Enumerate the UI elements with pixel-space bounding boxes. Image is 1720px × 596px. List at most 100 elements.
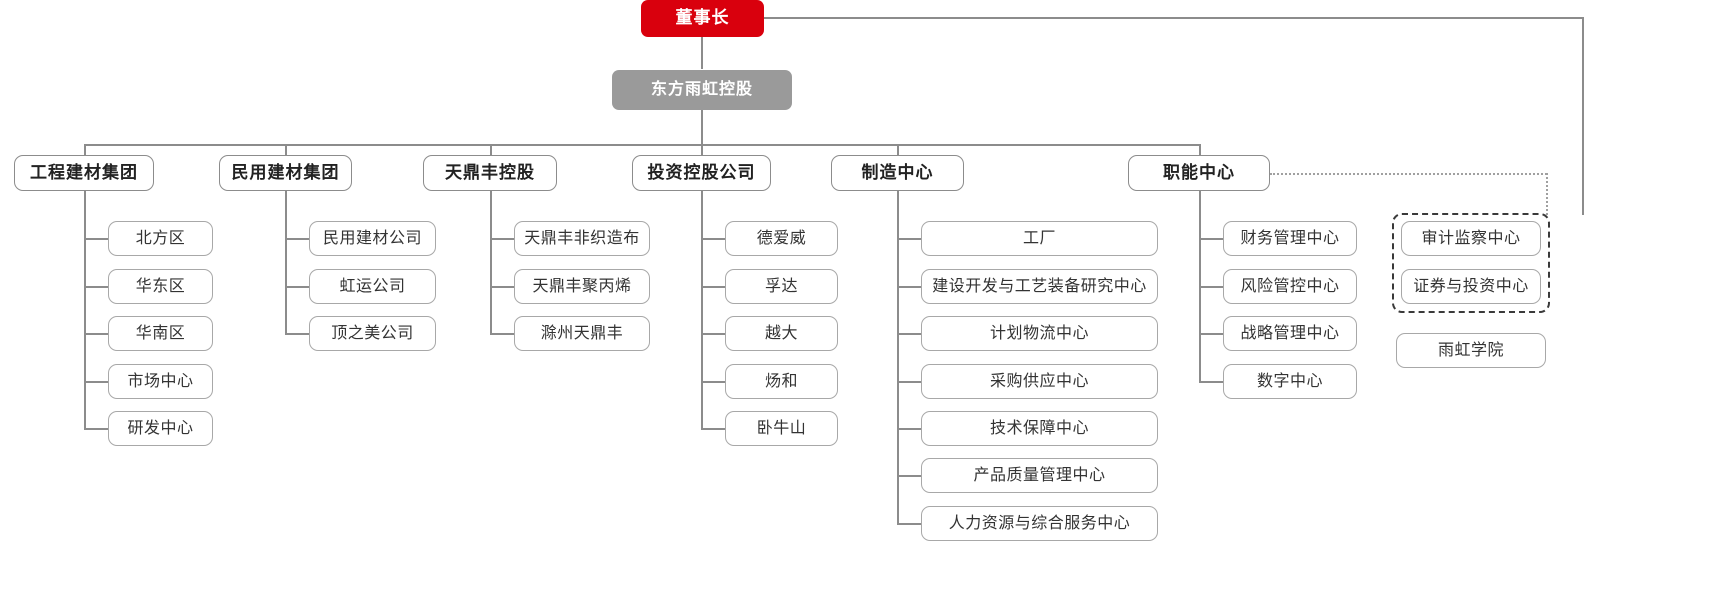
- node-leaf-yueda[interactable]: 越大: [725, 316, 838, 351]
- node-leaf-tdf-polypropylene[interactable]: 天鼎丰聚丙烯: [514, 269, 650, 304]
- connector-root-right-v: [1582, 17, 1584, 215]
- node-leaf-south-region-label: 华南区: [135, 324, 186, 342]
- node-leaf-strategy-center-label: 战略管理中心: [1240, 324, 1340, 342]
- connector-stub-4-2: [897, 333, 921, 335]
- node-leaf-south-region[interactable]: 华南区: [108, 316, 213, 351]
- node-leaf-digital-center-label: 数字中心: [1256, 372, 1323, 390]
- connector-spine-division-4: [897, 191, 899, 523]
- node-division-tdf-label: 天鼎丰控股: [445, 162, 535, 182]
- node-leaf-chuzhou-tdf-label: 滁州天鼎丰: [540, 324, 624, 342]
- node-leaf-technical-support-label: 技术保障中心: [989, 419, 1089, 437]
- node-division-investment-label: 投资控股公司: [647, 162, 756, 182]
- node-leaf-yueda-label: 越大: [764, 324, 798, 342]
- node-division-tdf[interactable]: 天鼎丰控股: [423, 155, 557, 191]
- connector-stub-0-0: [84, 238, 108, 240]
- node-leaf-audit-center[interactable]: 审计监察中心: [1401, 221, 1541, 256]
- node-leaf-tdf-nonwoven-label: 天鼎丰非织造布: [524, 229, 640, 247]
- node-leaf-fuda[interactable]: 孚达: [725, 269, 838, 304]
- node-leaf-consumer-company[interactable]: 民用建材公司: [309, 221, 436, 256]
- node-division-functional[interactable]: 职能中心: [1128, 155, 1270, 191]
- connector-stub-1-1: [285, 286, 309, 288]
- node-leaf-risk-center-label: 风险管控中心: [1240, 277, 1340, 295]
- node-leaf-digital-center[interactable]: 数字中心: [1223, 364, 1357, 399]
- node-leaf-planning-logistics[interactable]: 计划物流中心: [921, 316, 1158, 351]
- connector-stub-0-3: [84, 381, 108, 383]
- connector-stub-5-2: [1199, 333, 1223, 335]
- node-leaf-woniushan[interactable]: 卧牛山: [725, 411, 838, 446]
- node-leaf-chuzhou-tdf[interactable]: 滁州天鼎丰: [514, 316, 650, 351]
- node-leaf-planning-logistics-label: 计划物流中心: [989, 324, 1089, 342]
- node-leaf-quality-management[interactable]: 产品质量管理中心: [921, 458, 1158, 493]
- connector-root-right-h: [764, 17, 1583, 19]
- node-division-manufacturing-label: 制造中心: [861, 162, 934, 182]
- node-leaf-deaiwei[interactable]: 德爱威: [725, 221, 838, 256]
- connector-functional-dotted-v: [1546, 173, 1548, 215]
- node-chairman[interactable]: 董事长: [641, 0, 764, 37]
- connector-leg-division-3: [701, 144, 703, 156]
- connector-leg-division-0: [84, 144, 86, 156]
- node-leaf-market-center-label: 市场中心: [127, 372, 194, 390]
- node-leaf-hongyun-company[interactable]: 虹运公司: [309, 269, 436, 304]
- node-leaf-technical-support[interactable]: 技术保障中心: [921, 411, 1158, 446]
- node-leaf-north-region[interactable]: 北方区: [108, 221, 213, 256]
- connector-level2-bus: [84, 144, 1201, 146]
- node-chairman-label: 董事长: [675, 8, 730, 28]
- connector-stub-2-0: [490, 238, 514, 240]
- node-leaf-north-region-label: 北方区: [135, 229, 186, 247]
- connector-leg-division-5: [1199, 144, 1201, 156]
- node-division-consumer[interactable]: 民用建材集团: [219, 155, 352, 191]
- node-division-investment[interactable]: 投资控股公司: [632, 155, 771, 191]
- node-leaf-east-region[interactable]: 华东区: [108, 269, 213, 304]
- connector-stub-4-3: [897, 381, 921, 383]
- connector-stub-2-2: [490, 333, 514, 335]
- node-leaf-rd-center[interactable]: 研发中心: [108, 411, 213, 446]
- node-holding-label: 东方雨虹控股: [650, 81, 753, 99]
- node-leaf-yuhong-academy-label: 雨虹学院: [1437, 341, 1504, 359]
- node-leaf-fuda-label: 孚达: [764, 277, 798, 295]
- connector-stub-0-2: [84, 333, 108, 335]
- connector-functional-dotted-h: [1270, 173, 1547, 175]
- node-leaf-rd-center-label: 研发中心: [127, 419, 194, 437]
- node-leaf-securities-investment-center[interactable]: 证券与投资中心: [1401, 269, 1541, 304]
- connector-stub-0-1: [84, 286, 108, 288]
- node-leaf-strategy-center[interactable]: 战略管理中心: [1223, 316, 1357, 351]
- node-division-engineering[interactable]: 工程建材集团: [14, 155, 154, 191]
- node-leaf-finance-center[interactable]: 财务管理中心: [1223, 221, 1357, 256]
- connector-stub-4-0: [897, 238, 921, 240]
- connector-stub-3-4: [701, 428, 725, 430]
- connector-stub-5-1: [1199, 286, 1223, 288]
- connector-stub-2-1: [490, 286, 514, 288]
- node-leaf-dingzhimei-company[interactable]: 顶之美公司: [309, 316, 436, 351]
- node-division-functional-label: 职能中心: [1163, 162, 1235, 182]
- node-division-manufacturing[interactable]: 制造中心: [831, 155, 964, 191]
- node-leaf-tdf-polypropylene-label: 天鼎丰聚丙烯: [532, 277, 632, 295]
- node-leaf-tdf-nonwoven[interactable]: 天鼎丰非织造布: [514, 221, 650, 256]
- node-division-engineering-label: 工程建材集团: [30, 162, 138, 182]
- connector-root-to-holding: [701, 36, 703, 69]
- node-leaf-deaiwei-label: 德爱威: [756, 229, 807, 247]
- node-leaf-market-center[interactable]: 市场中心: [108, 364, 213, 399]
- node-leaf-construction-rd-label: 建设开发与工艺装备研究中心: [932, 277, 1147, 295]
- connector-spine-division-0: [84, 191, 86, 429]
- node-leaf-audit-center-label: 审计监察中心: [1421, 229, 1521, 247]
- node-leaf-risk-center[interactable]: 风险管控中心: [1223, 269, 1357, 304]
- connector-stub-3-0: [701, 238, 725, 240]
- node-leaf-hr-services[interactable]: 人力资源与综合服务中心: [921, 506, 1158, 541]
- node-leaf-consumer-company-label: 民用建材公司: [322, 229, 422, 247]
- audit-group-frame: [1392, 213, 1550, 313]
- node-leaf-securities-investment-center-label: 证券与投资中心: [1413, 277, 1529, 295]
- node-holding[interactable]: 东方雨虹控股: [612, 70, 792, 110]
- node-leaf-factory[interactable]: 工厂: [921, 221, 1158, 256]
- connector-spine-division-2: [490, 191, 492, 334]
- node-leaf-yanghe[interactable]: 炀和: [725, 364, 838, 399]
- node-leaf-procurement-label: 采购供应中心: [989, 372, 1089, 390]
- node-leaf-construction-rd[interactable]: 建设开发与工艺装备研究中心: [921, 269, 1158, 304]
- connector-stub-4-5: [897, 475, 921, 477]
- node-leaf-yuhong-academy[interactable]: 雨虹学院: [1396, 333, 1546, 368]
- connector-stub-3-1: [701, 286, 725, 288]
- node-leaf-procurement[interactable]: 采购供应中心: [921, 364, 1158, 399]
- node-leaf-east-region-label: 华东区: [135, 277, 186, 295]
- connector-spine-division-1: [285, 191, 287, 334]
- connector-leg-division-4: [897, 144, 899, 156]
